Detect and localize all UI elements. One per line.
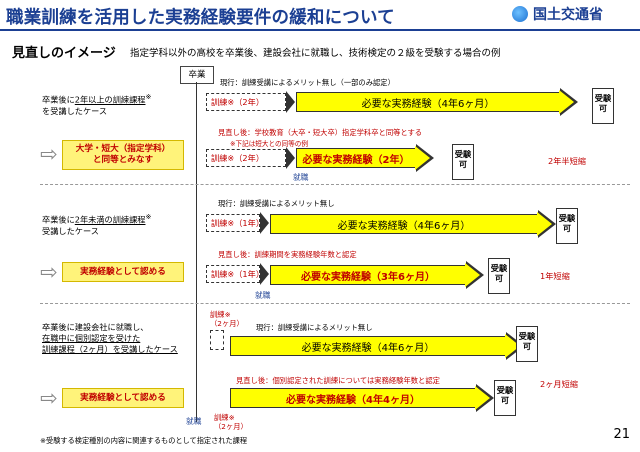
case3-revised-training: 訓練※ （2ヶ月） xyxy=(214,413,248,431)
case3-result-arrow-icon: ⇨ xyxy=(40,386,58,410)
case2-result: 実務経験として認める xyxy=(62,262,184,282)
ministry-logo: 国土交通省 xyxy=(512,3,634,25)
case1-revised-exam: 受験可 xyxy=(452,144,474,180)
case2-current-arrow-fill xyxy=(537,212,552,236)
section-heading: 見直しのイメージ xyxy=(12,46,116,61)
case1-condition: 卒業後に2年以上の訓練課程※ を受講したケース xyxy=(42,93,152,116)
case3-employment: 就職 xyxy=(186,417,202,426)
case-separator xyxy=(40,184,630,185)
case1-reduction: 2年半短縮 xyxy=(548,156,586,166)
footnote: ※受験する検定種別の内容に関連するものとして指定された課程 xyxy=(40,436,248,445)
case3-current-note: 現行：訓練受講によるメリット無し xyxy=(256,323,373,332)
case1-employment: 就職 xyxy=(293,173,309,182)
case2-revised-arrow-fill xyxy=(465,263,480,287)
case3-revised-arrow-fill xyxy=(475,386,490,410)
case1-current-training-arrow-icon xyxy=(286,91,295,113)
case1-current-training: 訓練※（2年） xyxy=(206,93,286,111)
case3-revised-exam: 受験可 xyxy=(494,380,516,416)
case2-revised-training-arrow-icon xyxy=(260,263,269,285)
case2-revised-training: 訓練※（1年） xyxy=(206,265,264,283)
page-number: 21 xyxy=(613,427,630,442)
page-title: 職業訓練を活用した実務経験要件の緩和について xyxy=(6,8,395,28)
case1-revised-subnote: ※下記は短大との同等の例 xyxy=(230,140,308,148)
case3-current-training: 訓練※ （2ヶ月） xyxy=(210,310,244,328)
section-description: 指定学科以外の高校を卒業後、建設会社に就職し、技術検定の２級を受験する場合の例 xyxy=(130,48,501,59)
case1-revised-training-arrow-icon xyxy=(286,147,295,169)
case3-revised-note: 見直し後：個別認定された訓練については実務経験年数と認定 xyxy=(236,376,440,385)
case3-revised-experience: 必要な実務経験（4年4ヶ月） xyxy=(230,388,476,408)
case2-current-exam: 受験可 xyxy=(556,208,578,244)
case2-revised-note: 見直し後：訓練期間を実務経験年数と認定 xyxy=(218,250,357,259)
case1-revised-note: 見直し後：学校教育（大卒・短大卒）指定学科卒と同等とする xyxy=(218,128,423,137)
case1-current-exam: 受験可 xyxy=(592,88,614,124)
case2-revised-exam: 受験可 xyxy=(488,258,510,294)
case1-revised-experience: 必要な実務経験（2年） xyxy=(296,148,416,168)
case1-current-arrow-fill xyxy=(559,90,574,114)
case3-current-exam: 受験可 xyxy=(516,326,538,362)
case3-current-training-box xyxy=(210,330,224,350)
case2-current-training: 訓練※（1年） xyxy=(206,214,264,232)
case3-current-experience: 必要な実務経験（4年6ヶ月） xyxy=(230,336,506,356)
case2-result-arrow-icon: ⇨ xyxy=(40,260,58,284)
case1-revised-training: 訓練※（2年） xyxy=(206,149,286,167)
case2-employment: 就職 xyxy=(255,291,271,300)
case2-revised-experience: 必要な実務経験（3年6ヶ月） xyxy=(270,265,466,285)
case1-current-note: 現行：訓練受講によるメリット無し（一部のみ認定） xyxy=(220,78,395,87)
case2-current-training-arrow-icon xyxy=(260,212,269,234)
case1-result: 大学・短大（指定学科） と同等とみなす xyxy=(62,140,184,170)
case3-condition: 卒業後に建設会社に就職し、 在職中に個別認定を受けた 訓練課程（2ヶ月）を受講し… xyxy=(42,322,178,354)
case1-result-arrow-icon: ⇨ xyxy=(40,142,58,166)
ministry-logo-icon xyxy=(512,6,528,22)
ministry-name: 国土交通省 xyxy=(533,7,603,23)
graduation-label: 卒業 xyxy=(180,66,214,84)
case2-reduction: 1年短縮 xyxy=(540,271,570,281)
case1-revised-arrow-fill xyxy=(415,146,430,170)
case3-reduction: 2ヶ月短縮 xyxy=(540,379,578,389)
header-rule xyxy=(0,29,640,31)
case2-current-experience: 必要な実務経験（4年6ヶ月） xyxy=(270,214,538,234)
case3-result: 実務経験として認める xyxy=(62,388,184,408)
case1-current-experience: 必要な実務経験（4年6ヶ月） xyxy=(296,92,560,112)
case2-condition: 卒業後に2年未満の訓練課程※ 受講したケース xyxy=(42,213,152,236)
graduation-line xyxy=(196,82,197,422)
case-separator xyxy=(40,303,630,304)
case2-current-note: 現行：訓練受講によるメリット無し xyxy=(218,199,335,208)
